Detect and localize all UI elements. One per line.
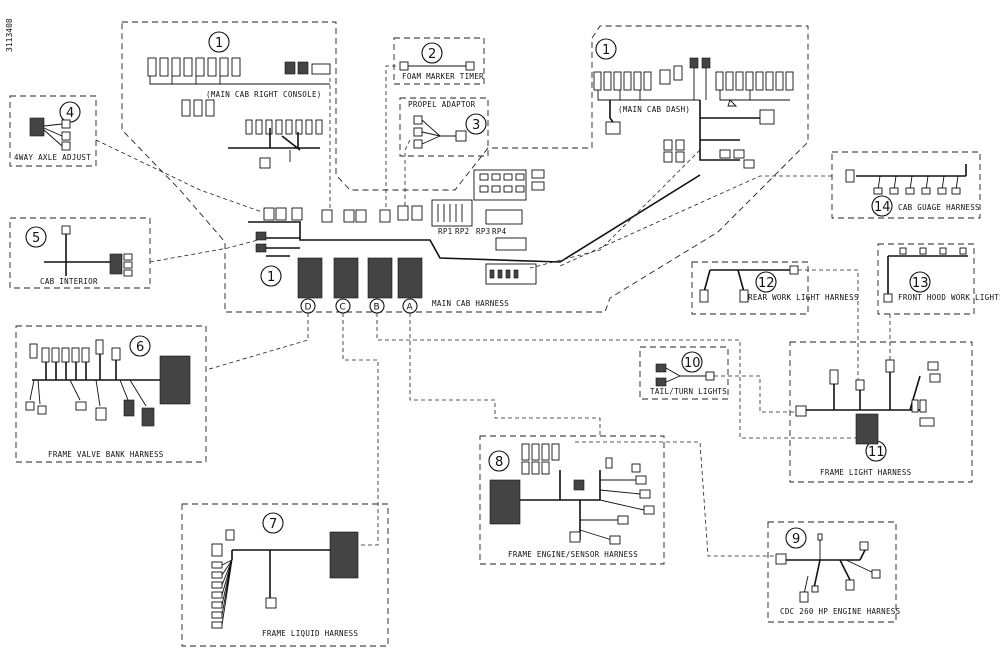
callout-number-liquid: 7 xyxy=(269,517,277,532)
relay-label-rp4: RP4 xyxy=(492,227,507,236)
callout-number-axle: 4 xyxy=(66,106,74,121)
propel-adaptor-group: PROPEL ADAPTOR 3 xyxy=(399,97,489,157)
right-console-connectors xyxy=(147,57,331,169)
engine-sensor-group: 8 FRAME ENGINE/SENSOR HARNESS xyxy=(479,435,665,565)
main-cab-group: RP1 RP2 RP3 RP4 D C B A 1 (MAIN CAB RIGH… xyxy=(121,21,809,314)
frame-light-group: 11 FRAME LIGHT HARNESS xyxy=(789,341,973,483)
cdc-engine-group: 9 CDC 260 HP ENGINE HARNESS xyxy=(767,521,901,623)
callout-number-propel: 3 xyxy=(472,118,480,133)
callout-number-rear: 12 xyxy=(758,276,775,291)
cab-interior-group: 5 CAB INTERIOR xyxy=(9,217,151,289)
connector-letter-b: B xyxy=(374,303,380,313)
relay-label-rp2: RP2 xyxy=(455,227,469,236)
rear-work-light-group: 12 REAR WORK LIGHT HARNESS xyxy=(691,261,859,315)
foam-marker-group: 2 FOAM MARKER TIMER xyxy=(393,37,485,85)
connector-letter-d: D xyxy=(305,303,312,313)
label-tail-turn: TAIL/TURN LIGHTS xyxy=(650,387,727,396)
main-trunk-wire xyxy=(248,174,701,263)
label-engine-sensor: FRAME ENGINE/SENSOR HARNESS xyxy=(508,550,638,559)
callout-number-hood: 13 xyxy=(912,276,929,291)
label-axle-adjust: 4WAY AXLE ADJUST xyxy=(14,153,91,162)
bulk-connectors xyxy=(297,257,423,299)
callout-number-engine: 8 xyxy=(495,455,503,470)
callout-number-cabint: 5 xyxy=(32,231,40,246)
connector-letter-c: C xyxy=(340,303,346,313)
valve-bank-group: 6 FRAME VALVE BANK HARNESS xyxy=(15,325,207,463)
label-cab-gauge: CAB GUAGE HARNESS xyxy=(898,203,980,212)
fuse-relay-block xyxy=(431,169,545,285)
callout-number-main-dash: 1 xyxy=(602,43,610,58)
callout-number-main-console: 1 xyxy=(215,36,223,51)
callout-number-cdc: 9 xyxy=(792,532,800,547)
relay-label-rp1: RP1 xyxy=(438,227,452,236)
liquid-group: 7 FRAME LIQUID HARNESS xyxy=(181,503,389,647)
label-valve-bank: FRAME VALVE BANK HARNESS xyxy=(48,450,164,459)
label-liquid: FRAME LIQUID HARNESS xyxy=(262,629,358,638)
callout-number-gauge: 14 xyxy=(874,200,891,215)
tail-turn-group: 10 TAIL/TURN LIGHTS xyxy=(639,346,729,400)
label-main-harness: MAIN CAB HARNESS xyxy=(432,299,509,308)
cab-gauge-group: 14 CAB GUAGE HARNESS xyxy=(831,151,981,219)
front-hood-group: 13 FRONT HOOD WORK LIGHTS xyxy=(877,243,1000,315)
label-propel-adaptor: PROPEL ADAPTOR xyxy=(408,100,476,109)
label-cab-interior: CAB INTERIOR xyxy=(40,277,98,286)
label-main-dash: (MAIN CAB DASH) xyxy=(618,105,690,114)
label-cdc-engine: CDC 260 HP ENGINE HARNESS xyxy=(780,607,901,616)
callout-number-foam: 2 xyxy=(428,47,436,62)
label-frame-light: FRAME LIGHT HARNESS xyxy=(820,468,912,477)
callout-number-main-harness: 1 xyxy=(267,270,275,285)
leader-lines xyxy=(95,65,891,557)
callout-number-frame-light: 11 xyxy=(868,445,885,460)
label-main-console: (MAIN CAB RIGHT CONSOLE) xyxy=(206,90,322,99)
callout-number-tail: 10 xyxy=(684,356,701,371)
axle-adjust-group: 4 4WAY AXLE ADJUST xyxy=(9,95,97,167)
callout-number-valve: 6 xyxy=(136,340,144,355)
relay-label-rp3: RP3 xyxy=(476,227,490,236)
label-foam-marker: FOAM MARKER TIMER xyxy=(402,72,484,81)
main-dash-connectors xyxy=(593,57,794,169)
label-front-hood: FRONT HOOD WORK LIGHTS xyxy=(898,293,1000,302)
document-id: 3113408 xyxy=(5,18,14,52)
connector-letter-a: A xyxy=(407,303,414,313)
label-rear-work-light: REAR WORK LIGHT HARNESS xyxy=(748,293,859,302)
